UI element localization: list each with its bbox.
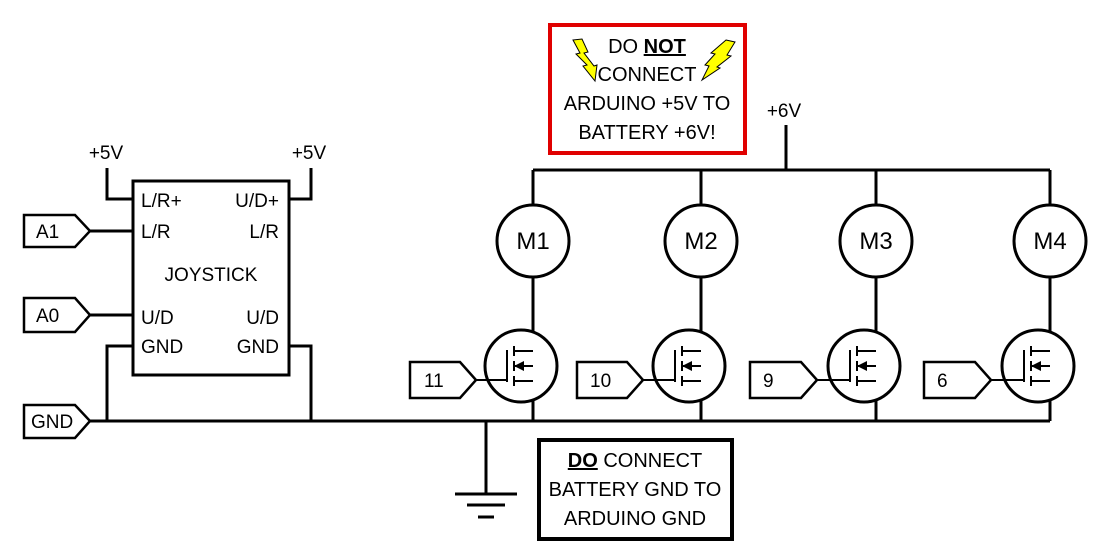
joystick-gnd-right-wire	[289, 344, 313, 421]
joystick-pin-gnd-left: GND	[141, 337, 183, 358]
joystick-pin-lr-left: L/R	[141, 222, 171, 243]
gnd-input-tag	[22, 403, 92, 440]
pin-tag-m2	[575, 360, 645, 400]
motor-channel-2: M2 10	[575, 170, 739, 421]
note-box: DO CONNECT BATTERY GND TO ARDUINO GND	[537, 438, 734, 541]
pin-tag-m1	[408, 360, 478, 400]
note-border	[537, 438, 734, 541]
a0-input-tag	[22, 296, 92, 334]
joystick-body	[131, 179, 291, 377]
joystick-pin-lr-plus: L/R+	[141, 191, 182, 212]
joystick-pin-gnd-right: GND	[237, 337, 279, 358]
warning-line-4: BATTERY +6V!	[578, 122, 715, 144]
joystick-title: JOYSTICK	[165, 265, 258, 286]
a0-input-label: A0	[36, 306, 59, 327]
motor-m1	[495, 203, 571, 279]
motor-m3	[838, 203, 914, 279]
pin-label-m4: 6	[937, 371, 948, 392]
motor-m2	[663, 203, 739, 279]
joystick-pin-lr-right: L/R	[249, 222, 279, 243]
motor-channel-3: M3 9	[748, 170, 914, 421]
lightning-bolt-icon-left	[572, 38, 598, 83]
note-line-3: ARDUINO GND	[564, 508, 706, 530]
left-supply-label: +5V	[89, 143, 124, 164]
pin-tag-m4	[922, 360, 993, 400]
motor-m4	[1012, 203, 1088, 279]
joystick-section: +5V +5V L/R+ L/R U/D GND U/D+ L/R U/D GN…	[22, 143, 327, 440]
a1-input-label: A1	[36, 222, 59, 243]
joystick-pin-ud-right: U/D	[246, 308, 279, 329]
warning-line-2: CONNECT	[598, 64, 697, 86]
right-supply-wire	[289, 168, 313, 201]
pin-tag-m3	[748, 360, 819, 400]
gnd-input-label: GND	[31, 412, 73, 433]
joystick-pin-ud-plus: U/D+	[235, 191, 279, 212]
motor-m2-label: M2	[684, 228, 717, 255]
left-supply-wire	[105, 168, 133, 201]
warning-line-1: DO NOT	[608, 36, 686, 58]
motor-m3-label: M3	[859, 228, 892, 255]
motor-channel-4: M4 6	[922, 170, 1088, 421]
warning-box: DO NOT CONNECT ARDUINO +5V TO BATTERY +6…	[548, 23, 747, 155]
right-supply-label: +5V	[292, 143, 327, 164]
joystick-pin-ud-left: U/D	[141, 308, 174, 329]
motor-m4-label: M4	[1033, 228, 1066, 255]
warning-line-3: ARDUINO +5V TO	[564, 93, 731, 115]
pin-label-m1: 11	[424, 371, 444, 392]
pin-label-m3: 9	[763, 371, 774, 392]
ground-symbol	[455, 421, 517, 519]
note-emphasis: DO	[568, 450, 598, 472]
motor-m1-label: M1	[516, 228, 549, 255]
lightning-bolt-icon-right	[700, 39, 736, 82]
note-line-2: BATTERY GND TO	[549, 479, 722, 501]
a1-input-tag	[22, 213, 92, 249]
pin-label-m2: 10	[590, 371, 611, 392]
joystick-gnd-left-wire	[105, 344, 133, 421]
note-line-1: DO CONNECT	[568, 450, 702, 472]
motor-channel-1: M1 11	[408, 170, 571, 421]
battery-supply-label: +6V	[767, 101, 802, 122]
warning-emphasis: NOT	[644, 36, 686, 58]
